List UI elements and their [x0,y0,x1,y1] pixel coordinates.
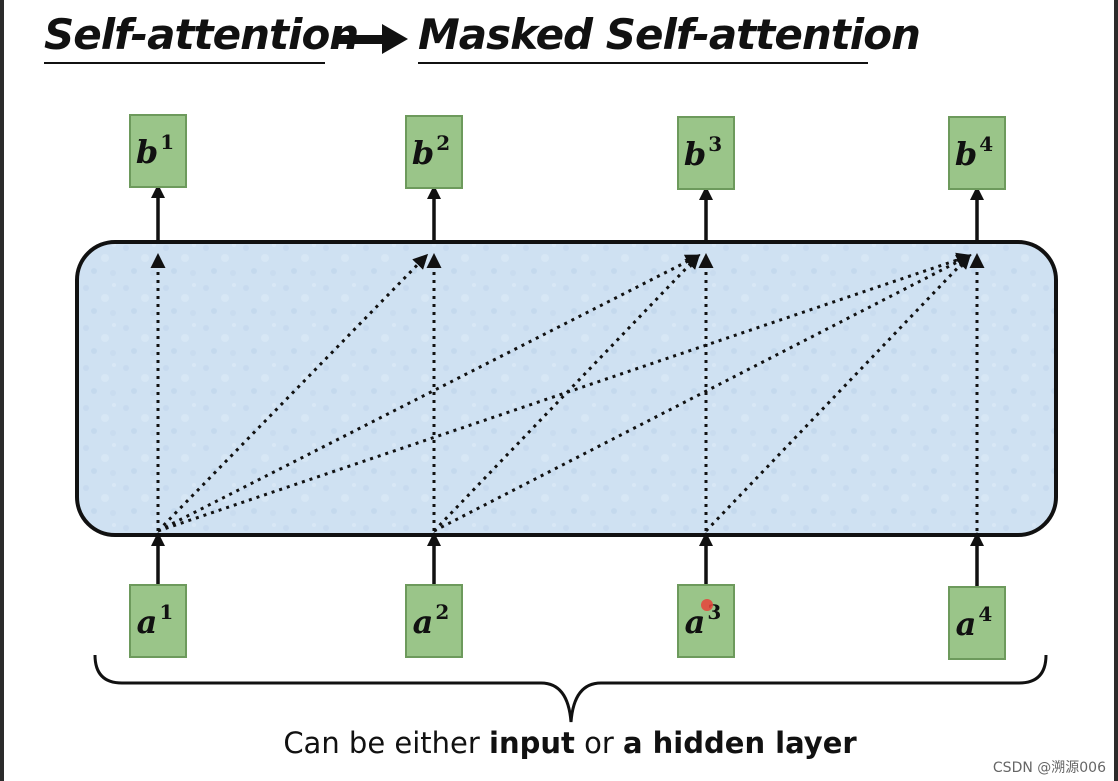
window-frame-right [1114,0,1118,781]
attention-layer-block [75,240,1058,537]
caption-hidden-layer: a hidden layer [623,726,857,760]
svg-text:b2: b2 [412,131,450,172]
caption: Can be either input or a hidden layer [0,726,1118,760]
title-arrow-icon [338,24,408,54]
attention-links [150,252,985,533]
title-self-attention-underline [44,62,325,64]
svg-text:b4: b4 [955,132,993,173]
svg-text:b3: b3 [684,132,722,173]
svg-text:a2: a2 [413,600,450,641]
window-frame-left [0,0,4,781]
io-arrows [151,184,984,587]
svg-text:a4: a4 [956,602,993,643]
caption-middle: or [574,726,623,760]
title-self-attention: Self-attention [44,10,359,59]
curly-brace-icon [93,654,1048,723]
watermark: CSDN @溯源006 [992,760,1106,776]
attention-link-1-4 [157,252,972,533]
title-masked-self-attention: Masked Self-attention [418,10,921,59]
svg-text:a1: a1 [137,600,174,641]
cursor-dot-icon [701,599,713,611]
caption-prefix: Can be either [283,726,490,760]
title-masked-self-attention-underline [418,62,868,64]
attention-link-1-3 [157,254,701,533]
caption-input: input [489,726,575,760]
svg-text:b1: b1 [136,130,174,171]
